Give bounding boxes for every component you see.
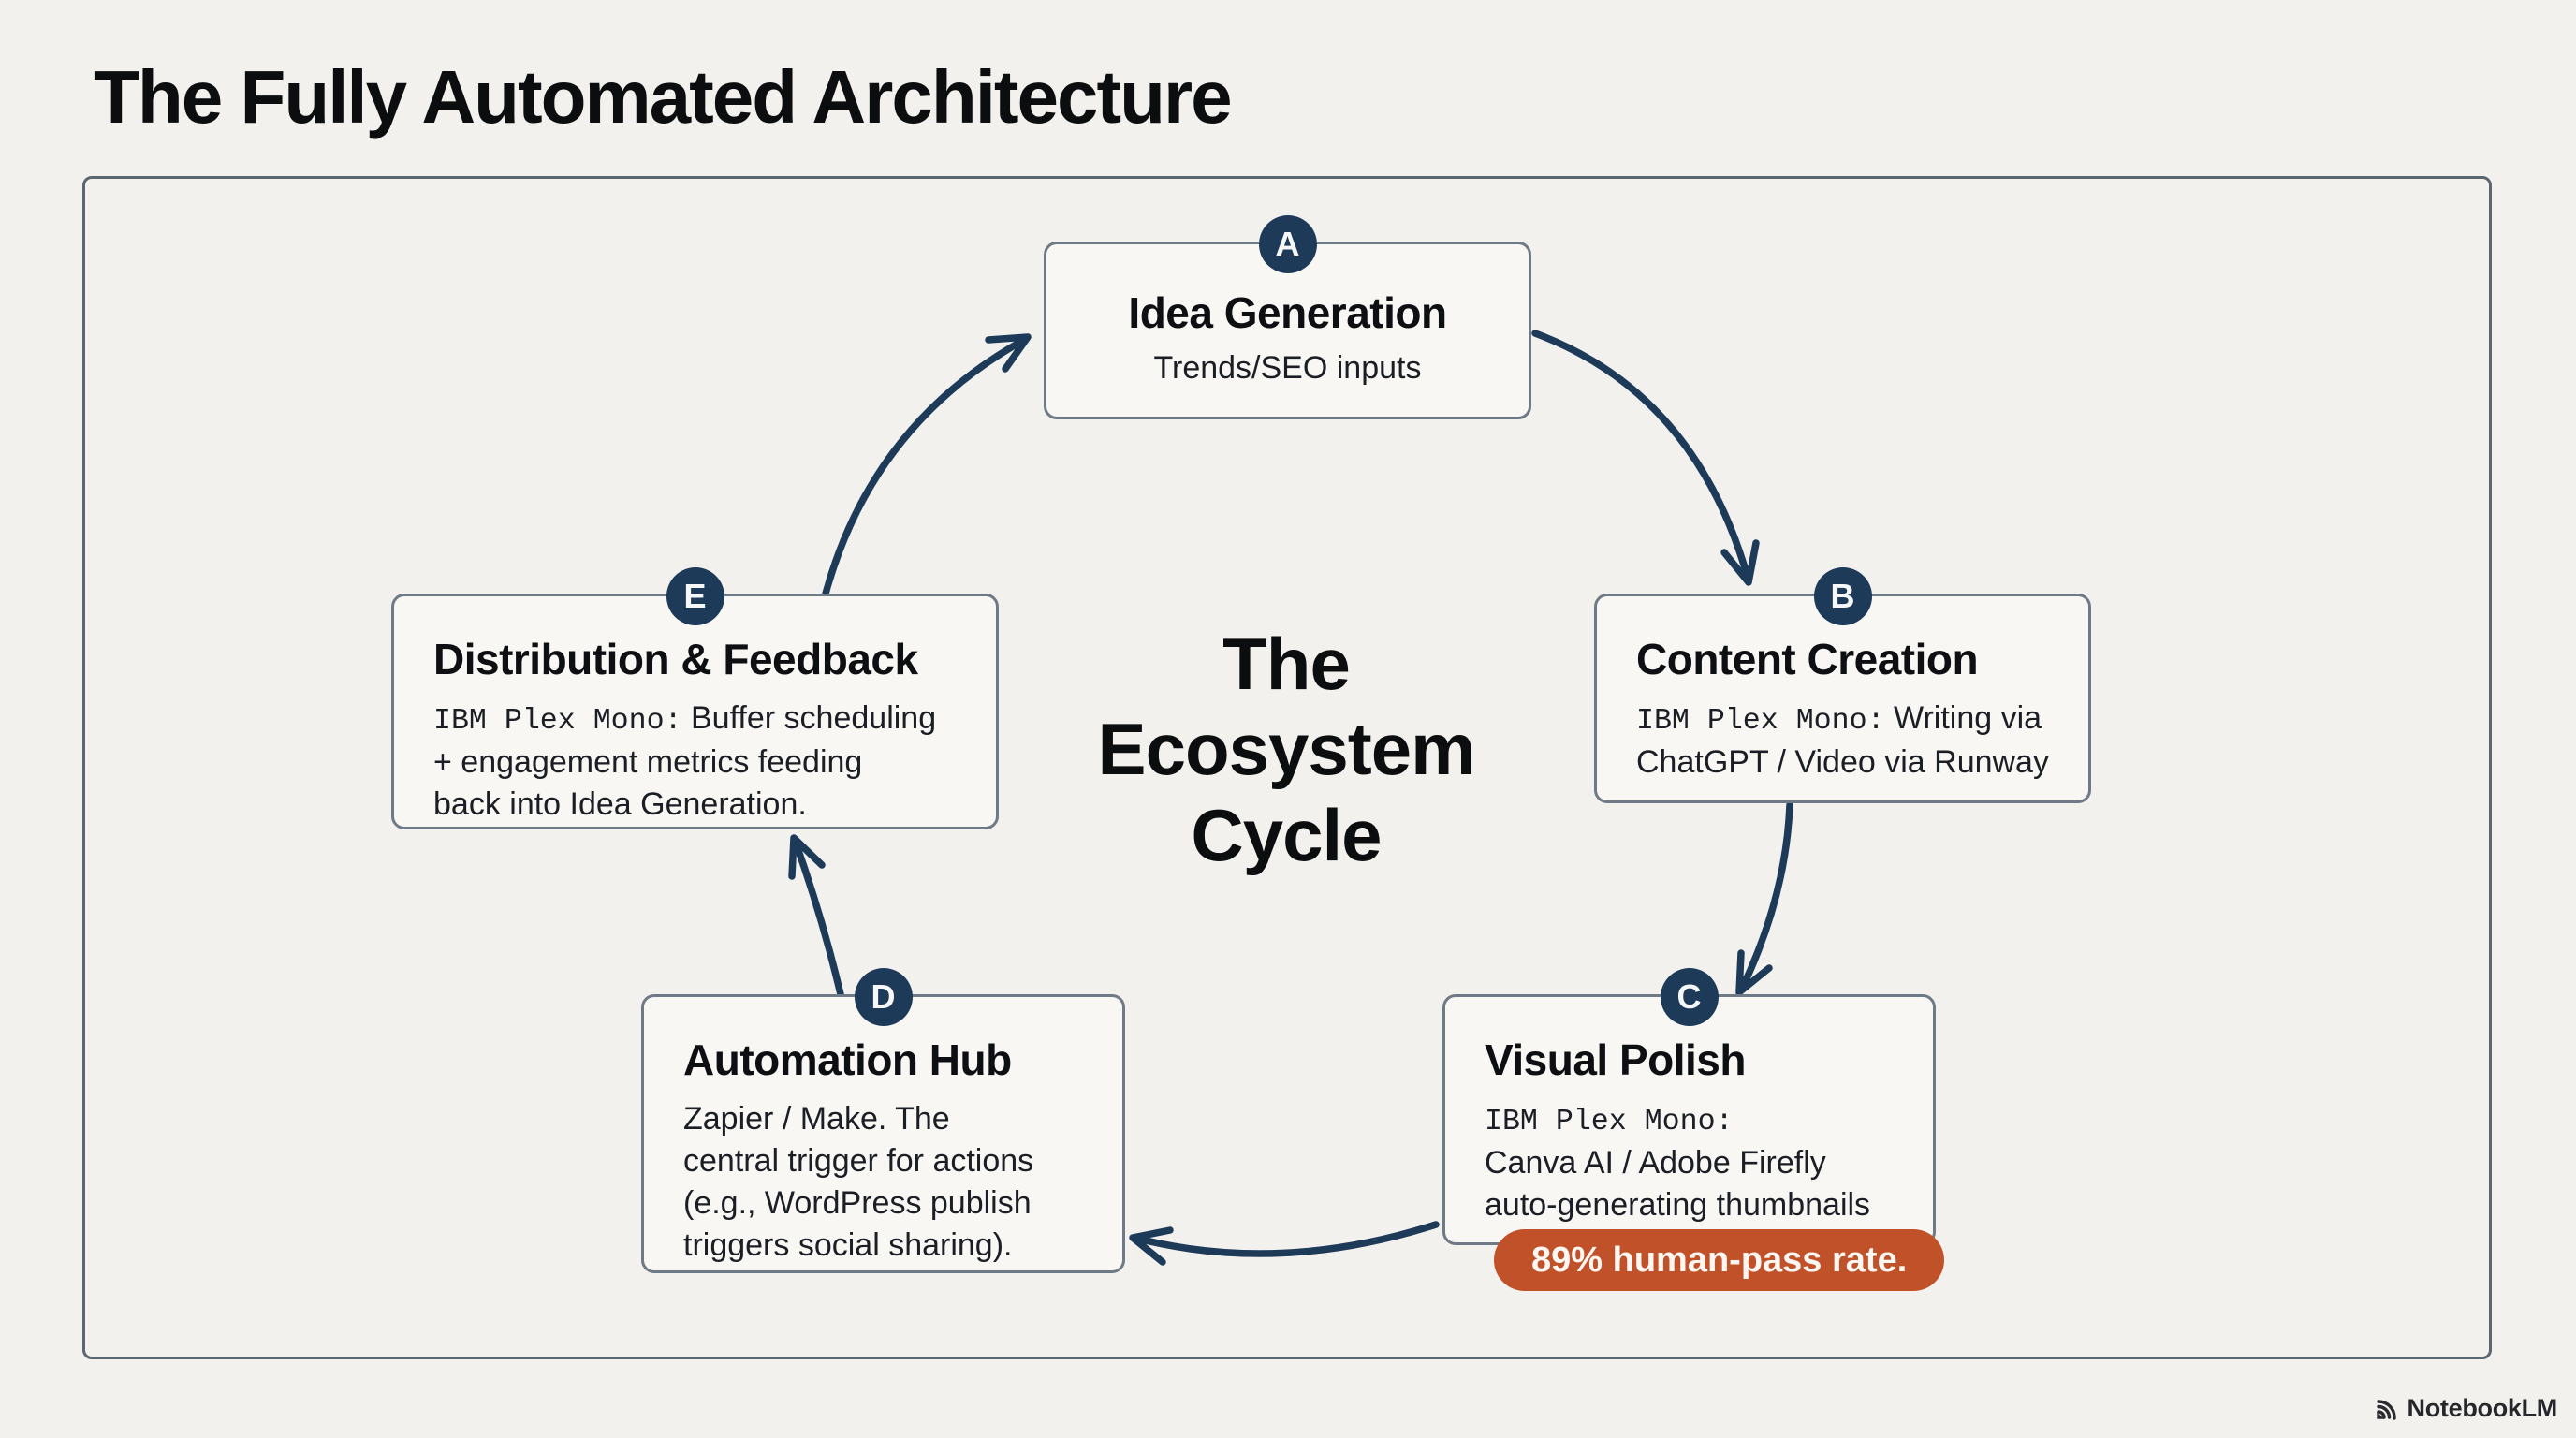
node-body: IBM Plex Mono: Buffer scheduling+ engage… xyxy=(433,700,937,822)
arrow-c-to-d xyxy=(1129,1221,1440,1266)
human-pass-rate-badge: 89% human-pass rate. xyxy=(1494,1229,1945,1291)
node-title: Automation Hub xyxy=(683,1035,1012,1084)
notebooklm-watermark: NotebookLM xyxy=(2372,1394,2557,1423)
step-badge-c: C xyxy=(1660,968,1719,1026)
notebooklm-brand-label: NotebookLM xyxy=(2407,1394,2558,1422)
node-distribution-feedback: E Distribution & Feedback IBM Plex Mono:… xyxy=(391,567,999,829)
page-title: The Fully Automated Architecture xyxy=(94,55,1233,139)
node-title: Idea Generation xyxy=(1128,288,1447,337)
arrow-e-to-a xyxy=(822,333,1032,597)
cycle-center-label: The Ecosystem Cycle xyxy=(1097,623,1476,876)
node-visual-polish: C Visual Polish IBM Plex Mono:Canva AI /… xyxy=(1442,968,1945,1291)
diagram-frame xyxy=(82,176,2492,1359)
arrow-d-to-e xyxy=(788,834,844,998)
step-badge-d: D xyxy=(854,968,913,1026)
step-badge-a: A xyxy=(1258,215,1317,273)
node-body: Trends/SEO inputs xyxy=(1153,350,1422,386)
step-badge-b: B xyxy=(1813,567,1872,625)
notebooklm-logo-icon xyxy=(2376,1399,2396,1420)
step-badge-e: E xyxy=(666,567,724,625)
node-title: Distribution & Feedback xyxy=(433,635,918,683)
node-title: Visual Polish xyxy=(1485,1035,1746,1084)
arrow-b-to-c xyxy=(1735,801,1793,996)
node-content-creation: B Content Creation IBM Plex Mono: Writin… xyxy=(1594,567,2091,803)
node-title: Content Creation xyxy=(1636,635,1979,683)
node-idea-generation: A Idea Generation Trends/SEO inputs xyxy=(1044,215,1531,419)
arrow-a-to-b xyxy=(1531,330,1760,586)
